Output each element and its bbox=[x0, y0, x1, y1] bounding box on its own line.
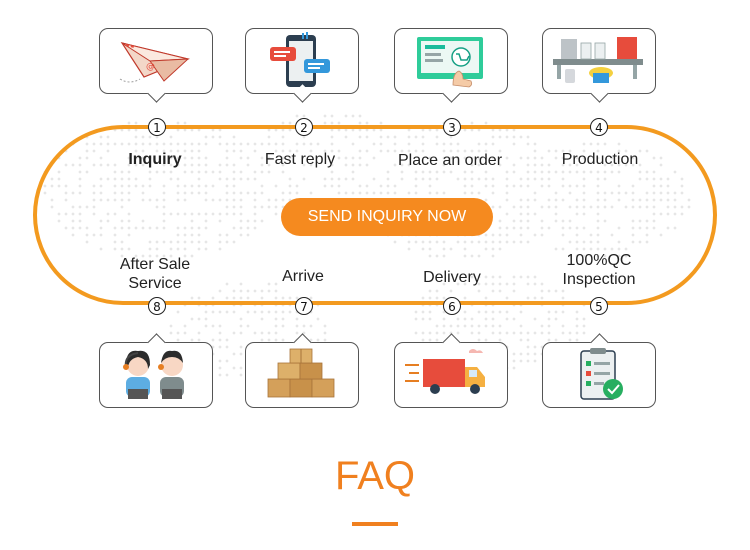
step-5-label: 100%QC Inspection bbox=[524, 251, 674, 289]
step-6-number: 6 bbox=[443, 297, 461, 315]
step-2-bubble bbox=[245, 28, 359, 103]
step-7-bubble bbox=[245, 333, 359, 408]
send-inquiry-button[interactable]: SEND INQUIRY NOW bbox=[281, 198, 493, 236]
step-5-label-line1: 100%QC bbox=[566, 252, 632, 269]
step-3-number: 3 bbox=[443, 118, 461, 136]
factory-line-icon bbox=[553, 37, 643, 83]
step-1-bubble: @ bbox=[99, 28, 213, 103]
step-6-bubble bbox=[394, 333, 508, 408]
support-agents-icon bbox=[123, 350, 184, 399]
step-8-bubble bbox=[99, 333, 213, 408]
step-2-number: 2 bbox=[295, 118, 313, 136]
step-5-label-line2: Inspection bbox=[562, 271, 636, 288]
process-track bbox=[33, 125, 717, 305]
step-5-number: 5 bbox=[590, 297, 608, 315]
step-6-label: Delivery bbox=[423, 269, 481, 286]
step-4-label: Production bbox=[561, 151, 639, 168]
svg-text:@: @ bbox=[146, 62, 155, 72]
step-4-bubble bbox=[542, 28, 656, 103]
step-3-label: Place an order bbox=[397, 152, 503, 169]
step-7-label: Arrive bbox=[282, 268, 324, 285]
step-8-number: 8 bbox=[148, 297, 166, 315]
faq-underline bbox=[352, 522, 398, 526]
qc-clipboard-check-icon bbox=[580, 348, 623, 400]
paper-plane-email-icon: @ bbox=[119, 42, 190, 83]
step-7-number: 7 bbox=[295, 297, 313, 315]
boxes-stack-icon bbox=[267, 348, 335, 398]
step-1-label: Inquiry bbox=[128, 151, 182, 168]
delivery-truck-icon bbox=[405, 349, 485, 394]
step-8-label-line1: After Sale bbox=[119, 256, 191, 273]
online-order-screen-icon bbox=[417, 37, 483, 88]
step-1-number: 1 bbox=[148, 118, 166, 136]
phone-chat-icon bbox=[270, 32, 330, 87]
step-8-label-line2: Service bbox=[128, 275, 182, 292]
step-8-label: After Sale Service bbox=[80, 255, 230, 293]
step-2-label: Fast reply bbox=[264, 151, 336, 168]
faq-heading: FAQ bbox=[334, 454, 416, 498]
step-4-number: 4 bbox=[590, 118, 608, 136]
step-5-bubble bbox=[542, 333, 656, 408]
step-3-bubble bbox=[394, 28, 508, 103]
